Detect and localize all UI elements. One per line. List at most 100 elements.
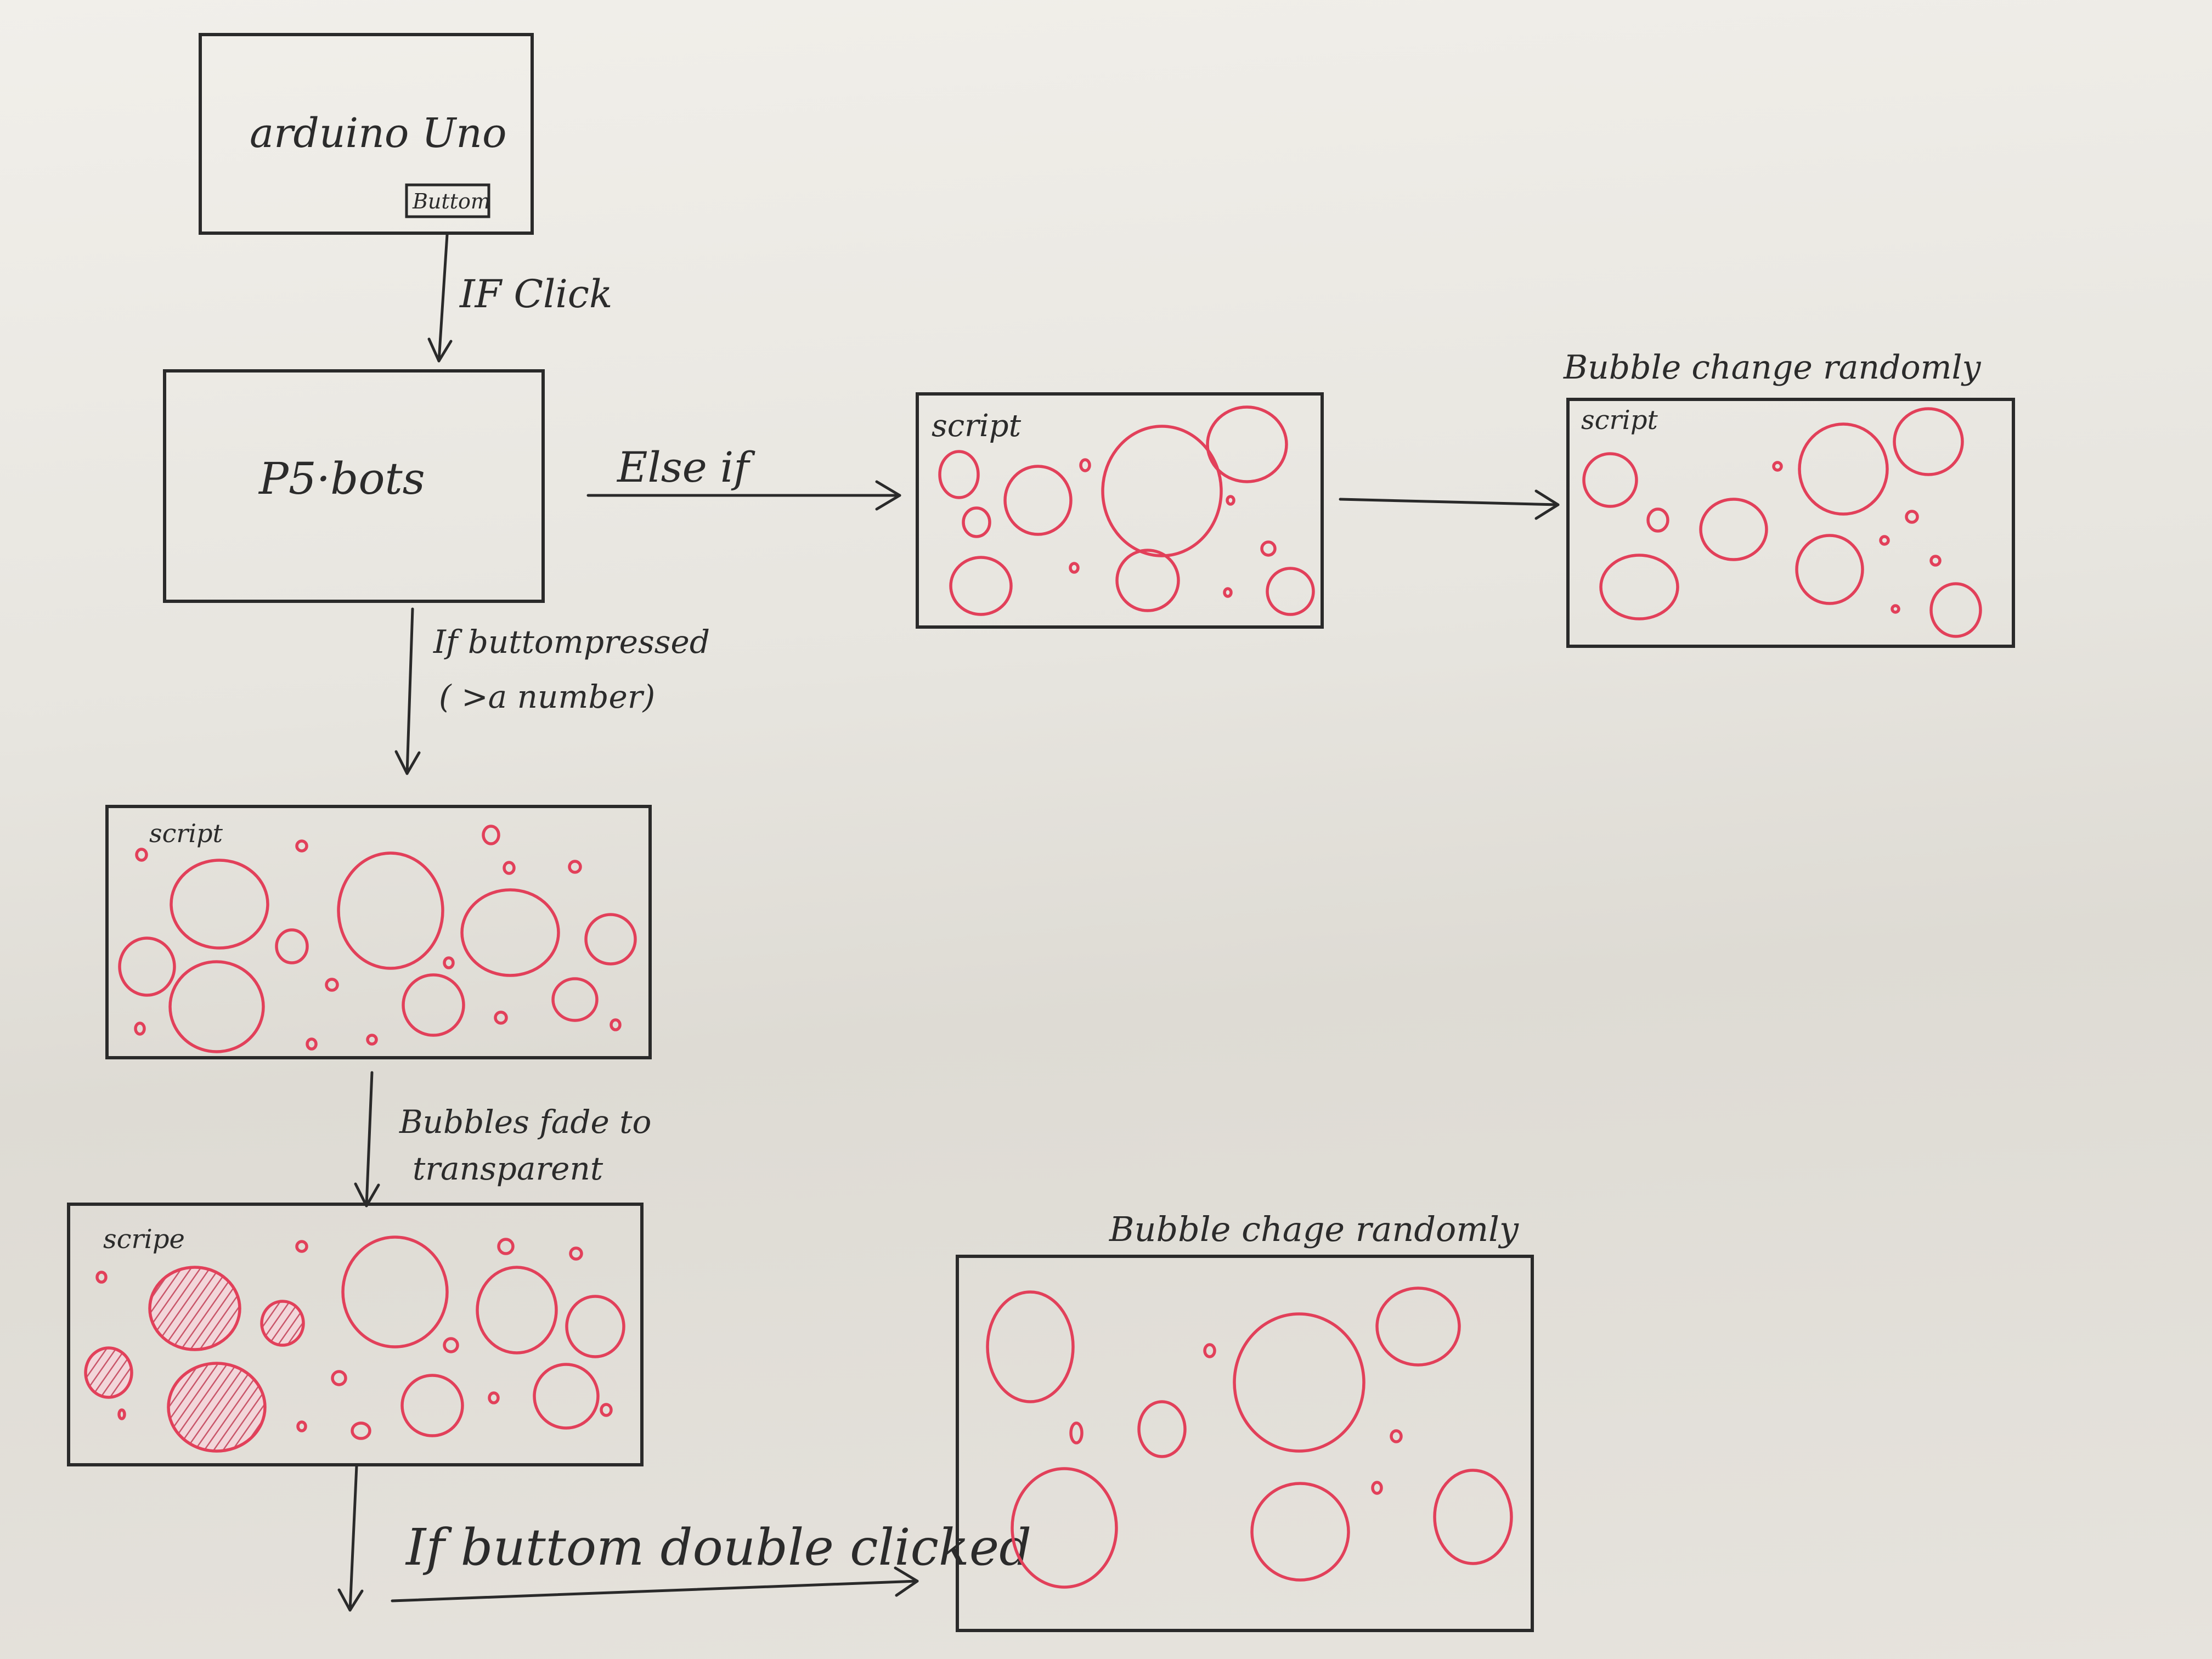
bubble-group-final: [986, 1286, 1513, 1589]
bubble: [610, 1018, 622, 1031]
bubble: [551, 977, 599, 1022]
bubble: [170, 859, 269, 950]
bubble: [1137, 1400, 1187, 1458]
bubble: [476, 1266, 558, 1355]
bubble: [569, 1246, 583, 1261]
arduino-uno-title: arduino Uno: [250, 110, 507, 157]
bubble: [1699, 498, 1768, 561]
bubble-faded: [167, 1362, 267, 1453]
bubble: [1929, 555, 1942, 567]
bubble: [1599, 554, 1679, 620]
bubble-group-fade: [84, 1235, 625, 1453]
bubble: [402, 973, 465, 1037]
edge-arduino-to-p5bots: IF Click: [427, 233, 612, 363]
bubble: [1003, 465, 1073, 536]
bubble: [565, 1295, 625, 1358]
bubble: [1226, 495, 1235, 506]
bubble: [1011, 1467, 1118, 1589]
bubble: [443, 956, 455, 969]
bubble: [1206, 405, 1288, 483]
bubble: [306, 1037, 318, 1051]
script-random-label: script: [1581, 405, 1658, 436]
script-else-if-node: script: [916, 392, 1324, 629]
p5bots-title: P5·bots: [258, 453, 425, 504]
edge-label-else-if: Else if: [616, 443, 755, 492]
bubble: [1390, 1429, 1403, 1443]
bubble: [295, 1240, 308, 1253]
bubble: [1371, 1481, 1383, 1495]
bubble: [460, 888, 560, 977]
bubble: [1079, 458, 1091, 472]
edge-p5-to-pressed: If buttompressed ( >a number): [394, 607, 710, 775]
bubble: [1582, 452, 1638, 508]
bubble: [295, 839, 308, 853]
script-else-if-label: script: [932, 408, 1022, 444]
bubble: [118, 936, 176, 997]
bubble: [1203, 1343, 1216, 1358]
bubble: [1646, 507, 1669, 533]
bubble: [1233, 1312, 1365, 1453]
bubble: [584, 913, 637, 966]
bubble: [135, 848, 148, 862]
bubble: [938, 450, 980, 499]
bubble: [275, 928, 309, 964]
bubble: [337, 851, 444, 970]
bubble: [1260, 540, 1277, 557]
bubble: [962, 506, 991, 538]
bubble: [1772, 461, 1783, 472]
bubble: [1798, 422, 1889, 516]
bubble: [1069, 562, 1080, 574]
bubble: [600, 1403, 613, 1417]
p5bots-node: P5·bots: [163, 369, 545, 603]
final-random-caption: Bubble chage randomly: [1109, 1209, 1519, 1249]
edge-label-transparent: transparent: [413, 1150, 603, 1187]
bubble: [503, 861, 516, 875]
edge-p5-to-else-if: Else if: [586, 443, 901, 511]
bubble-group-else-if: [938, 405, 1315, 616]
arduino-uno-node: arduino Uno Buttom: [199, 33, 534, 235]
bubble-faded: [84, 1346, 133, 1399]
bubble: [1266, 567, 1315, 616]
script-random-node: Bubble change randomly script: [1563, 348, 2015, 648]
arduino-button-label: Buttom: [412, 189, 490, 213]
bubble: [331, 1370, 347, 1386]
bubble-faded: [260, 1300, 305, 1347]
bubble: [117, 1408, 126, 1420]
bubble: [351, 1421, 371, 1440]
edge-pressed-to-fade: Bubbles fade to transparent: [354, 1071, 651, 1207]
bubble: [1433, 1469, 1513, 1565]
bubble: [482, 825, 500, 845]
bubble: [366, 1034, 378, 1046]
bubble: [1795, 534, 1864, 605]
bubble: [168, 960, 265, 1053]
final-random-node: Bubble chage randomly: [956, 1209, 1534, 1632]
bubble: [1250, 1482, 1350, 1582]
bubble: [1905, 510, 1919, 524]
bubble: [1891, 604, 1900, 614]
bubble: [443, 1337, 459, 1353]
bubble: [497, 1238, 515, 1255]
edge-fade-to-final: If buttom double clicked: [337, 1464, 1031, 1612]
bubble: [1375, 1286, 1461, 1367]
bubble: [341, 1235, 449, 1348]
edge-label-number-condition: ( >a number): [439, 678, 655, 715]
edge-label-if-click: IF Click: [459, 272, 612, 317]
bubble: [1223, 587, 1233, 598]
bubble: [400, 1374, 464, 1437]
edge-else-to-random: [1339, 489, 1560, 520]
bubble: [494, 1011, 508, 1025]
bubble-group-random: [1582, 407, 1982, 638]
bubble: [296, 1420, 307, 1432]
edge-label-double-clicked: If buttom double clicked: [405, 1518, 1031, 1577]
edge-label-if-buttompressed: If buttompressed: [433, 623, 710, 661]
bubble: [986, 1290, 1075, 1403]
script-fade-label: scripe: [103, 1224, 185, 1255]
bubble: [488, 1391, 500, 1404]
bubble: [95, 1271, 108, 1284]
script-fade-node: scripe: [67, 1203, 644, 1466]
bubble-faded: [148, 1266, 241, 1351]
edge-label-bubbles-fade: Bubbles fade to: [399, 1103, 651, 1141]
script-pressed-node: script: [105, 805, 652, 1059]
bubble-group-pressed: [118, 825, 637, 1053]
